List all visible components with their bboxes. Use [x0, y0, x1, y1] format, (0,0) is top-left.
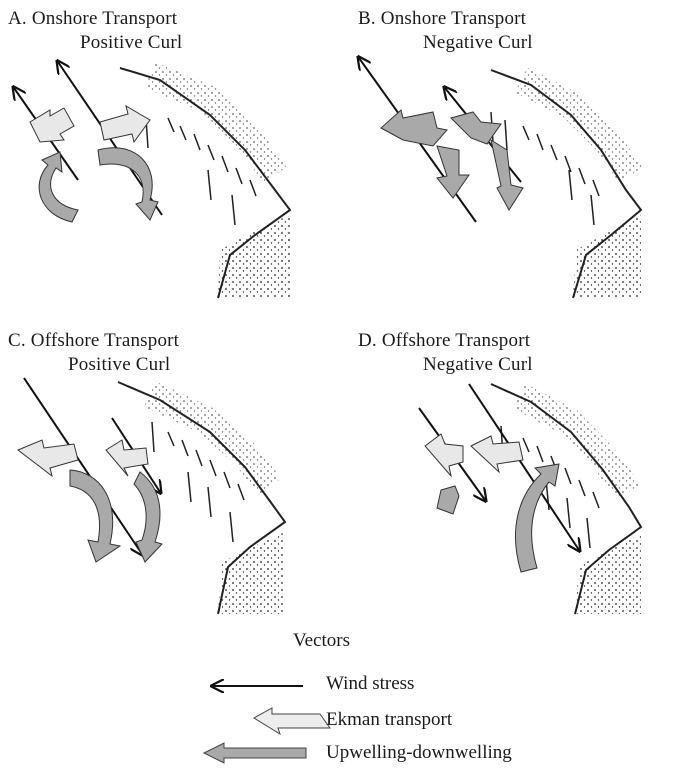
legend-label-ekman-transport: Ekman transport	[326, 709, 452, 731]
ekman-transport-arrow	[18, 440, 78, 476]
panel-b: B. Onshore Transport Negative Curl	[341, 0, 671, 300]
ekman-transport-arrow	[381, 110, 447, 146]
panel-d-diagram	[341, 322, 671, 622]
upwelling-arrow	[515, 464, 559, 572]
coastline-shape	[491, 70, 641, 298]
ekman-transport-arrow	[100, 106, 150, 142]
panel-a: A. Onshore Transport Positive Curl	[0, 0, 330, 300]
upwelling-downwelling-arrow-icon	[202, 741, 312, 765]
ekman-transport-arrow	[106, 440, 148, 476]
panel-c: C. Offshore Transport Positive Curl	[0, 322, 330, 622]
downwelling-arrow	[437, 146, 469, 198]
legend-label-upwelling-downwelling: Upwelling-downwelling	[326, 742, 512, 764]
legend-label-wind-stress: Wind stress	[326, 673, 414, 695]
panel-a-diagram	[0, 0, 330, 300]
ekman-transport-arrow	[471, 436, 523, 472]
wind-stress-arrow-icon	[207, 674, 307, 698]
panel-b-diagram	[341, 0, 671, 300]
upwelling-arrow	[39, 152, 78, 222]
downwelling-arrow	[98, 148, 158, 220]
ekman-transport-arrow	[425, 434, 463, 476]
ekman-transport-arrow	[30, 108, 74, 142]
legend-title: Vectors	[293, 630, 350, 652]
downwelling-arrow	[491, 140, 523, 210]
coastline-shape	[491, 384, 641, 614]
upwelling-arrow	[70, 470, 120, 562]
panel-d: D. Offshore Transport Negative Curl	[341, 322, 671, 622]
upwelling-arrow	[437, 486, 459, 514]
panel-c-diagram	[0, 322, 330, 622]
